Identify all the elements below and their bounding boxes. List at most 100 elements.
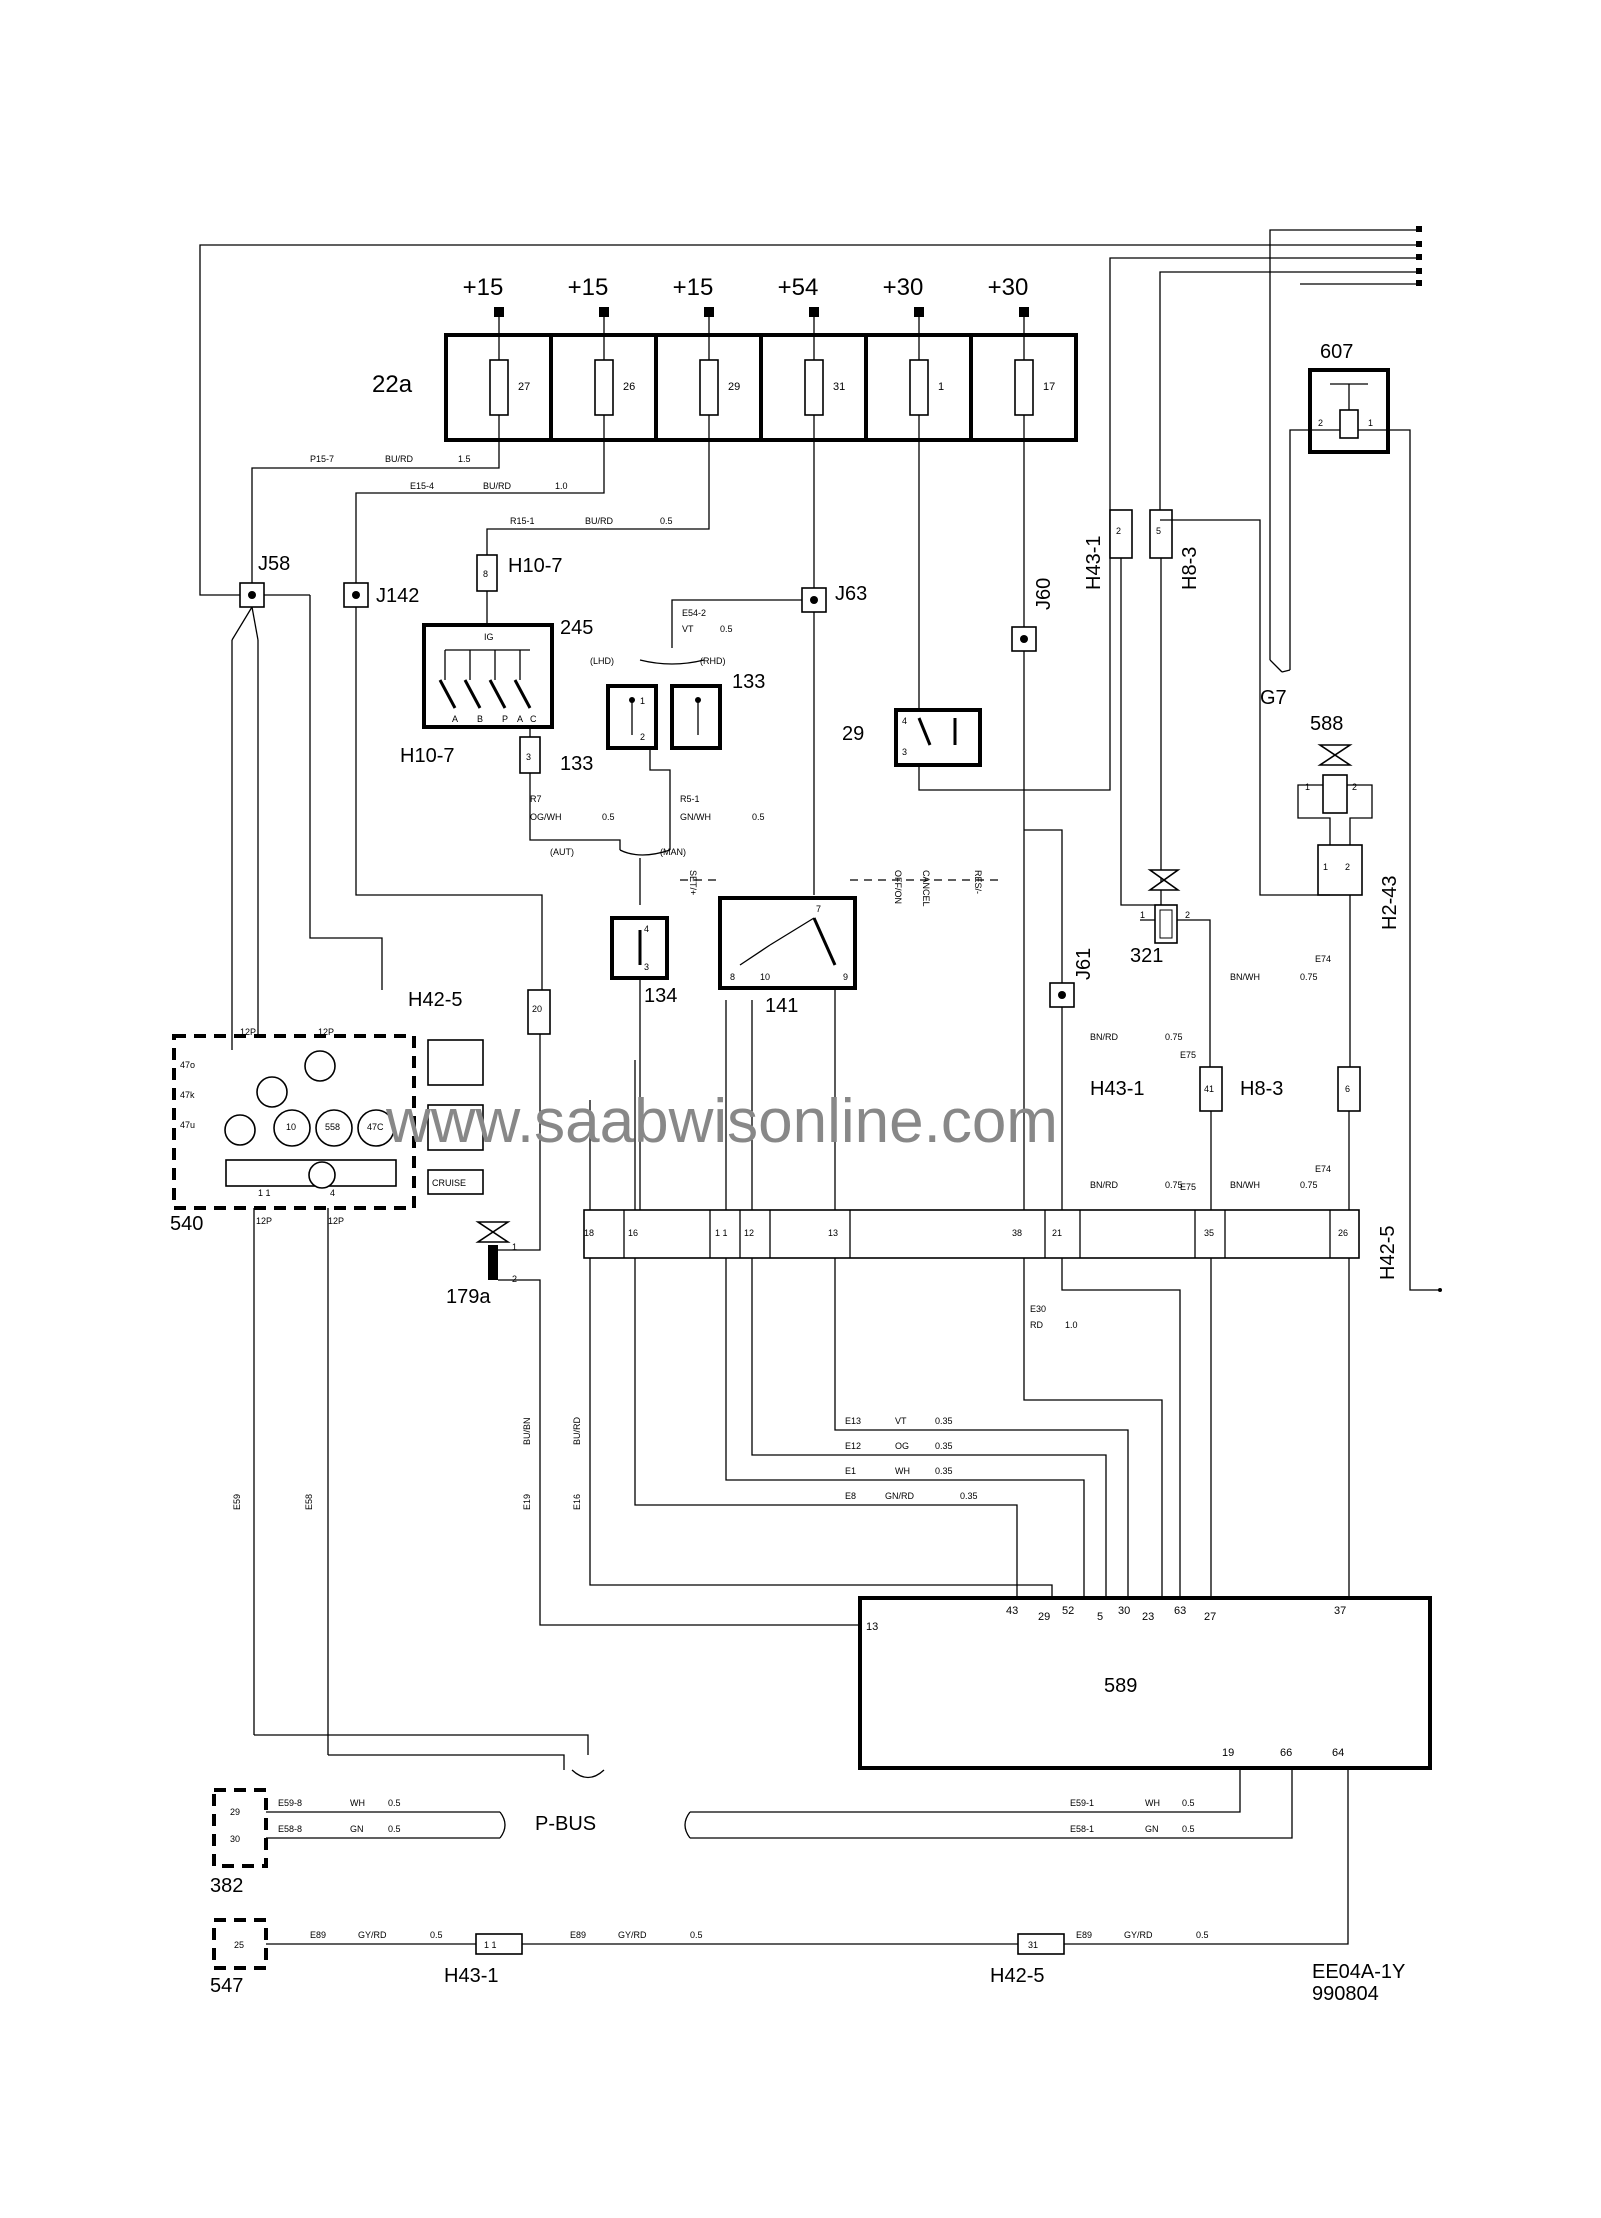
svg-text:12P: 12P: [318, 1027, 334, 1037]
supply-label: +54: [778, 274, 819, 301]
relay-588: 588 1 2: [1297, 713, 1373, 845]
svg-text:547: 547: [210, 1975, 243, 1997]
svg-text:GY/RD: GY/RD: [618, 1930, 647, 1940]
junction-j142: J142: [343, 582, 543, 990]
svg-text:E74: E74: [1315, 1164, 1331, 1174]
svg-text:588: 588: [1310, 713, 1343, 735]
svg-text:0.35: 0.35: [960, 1491, 978, 1501]
fuse: [594, 359, 614, 416]
svg-text:R7: R7: [530, 794, 542, 804]
fuse: [804, 359, 824, 416]
fuse: [699, 359, 719, 416]
svg-text:47C: 47C: [367, 1122, 384, 1132]
svg-text:E75: E75: [1180, 1050, 1196, 1060]
svg-text:47k: 47k: [180, 1090, 195, 1100]
svg-text:0.35: 0.35: [935, 1466, 953, 1476]
svg-text:7: 7: [816, 904, 821, 914]
svg-text:134: 134: [644, 985, 677, 1007]
svg-text:12: 12: [744, 1228, 754, 1238]
svg-text:26: 26: [1338, 1228, 1348, 1238]
svg-text:1: 1: [640, 696, 645, 706]
junction-j61: J61: [1024, 829, 1095, 1210]
svg-text:E59: E59: [232, 1494, 242, 1510]
svg-text:GN/RD: GN/RD: [885, 1491, 915, 1501]
svg-text:0.5: 0.5: [720, 624, 733, 634]
svg-text:0.75: 0.75: [1300, 1180, 1318, 1190]
svg-text:0.5: 0.5: [660, 516, 673, 526]
svg-text:52: 52: [1062, 1605, 1074, 1617]
svg-text:2: 2: [1345, 862, 1350, 872]
svg-text:J61: J61: [1073, 948, 1095, 980]
svg-text:1 1: 1 1: [258, 1188, 271, 1198]
svg-text:H42-5: H42-5: [990, 1965, 1044, 1987]
svg-text:1: 1: [512, 1242, 517, 1252]
svg-text:R15-1: R15-1: [510, 516, 535, 526]
svg-text:1: 1: [1140, 910, 1145, 920]
svg-text:1: 1: [1368, 418, 1373, 428]
connector-h2-43: 1 2 H2-43: [1160, 519, 1401, 1067]
svg-text:540: 540: [170, 1213, 203, 1235]
svg-text:E58: E58: [304, 1494, 314, 1510]
svg-text:38: 38: [1012, 1228, 1022, 1238]
svg-text:G7: G7: [1260, 687, 1287, 709]
svg-text:H10-7: H10-7: [508, 555, 562, 577]
fuse: [909, 359, 929, 416]
svg-text:12P: 12P: [256, 1216, 272, 1226]
document-code: EE04A-1Y: [1312, 1961, 1405, 1983]
svg-text:E54-2: E54-2: [682, 608, 706, 618]
junction-j58: J58: [231, 553, 383, 1040]
svg-text:0.5: 0.5: [388, 1798, 401, 1808]
svg-text:E89: E89: [570, 1930, 586, 1940]
svg-text:133: 133: [732, 671, 765, 693]
fuse: [489, 359, 509, 416]
svg-text:3: 3: [902, 747, 907, 757]
svg-text:BN/WH: BN/WH: [1230, 1180, 1260, 1190]
svg-text:133: 133: [560, 753, 593, 775]
svg-text:0.35: 0.35: [935, 1416, 953, 1426]
svg-text:H43-1: H43-1: [444, 1965, 498, 1987]
svg-text:2: 2: [512, 1274, 517, 1284]
wires-to-589: E13 VT 0.35 E12 OG 0.35 E1 WH 0.35 E8 GN…: [232, 978, 1350, 1598]
svg-text:CRUISE: CRUISE: [432, 1178, 466, 1188]
switch-133: E54-2 VT 0.5 (LHD) (RHD) 133 1 2 R5-1 GN…: [590, 599, 814, 905]
svg-text:E89: E89: [1076, 1930, 1092, 1940]
switch-179a: 1 2 179a: [446, 1205, 860, 1626]
svg-text:30: 30: [1118, 1605, 1130, 1617]
svg-text:4: 4: [330, 1188, 335, 1198]
svg-text:23: 23: [1142, 1611, 1154, 1623]
svg-text:E59-8: E59-8: [278, 1798, 302, 1808]
fuse-number: 31: [833, 381, 845, 393]
svg-text:IG: IG: [484, 632, 494, 642]
svg-text:E12: E12: [845, 1441, 861, 1451]
fuse-number: 17: [1043, 381, 1055, 393]
svg-text:3: 3: [526, 752, 531, 762]
svg-text:0.5: 0.5: [1182, 1798, 1195, 1808]
svg-text:J58: J58: [258, 553, 290, 575]
svg-text:BN/RD: BN/RD: [1090, 1032, 1119, 1042]
svg-text:H42-5: H42-5: [408, 989, 462, 1011]
svg-text:E74: E74: [1315, 954, 1331, 964]
svg-text:179a: 179a: [446, 1286, 491, 1308]
svg-text:47o: 47o: [180, 1060, 195, 1070]
svg-text:589: 589: [1104, 1675, 1137, 1697]
junction-j63: J63: [801, 583, 867, 895]
svg-text:43: 43: [1006, 1605, 1018, 1617]
supply-terminals: +15 +15 +15 +54 +30 +30: [463, 274, 1029, 317]
svg-text:(MAN): (MAN): [660, 847, 686, 857]
svg-text:R5-1: R5-1: [680, 794, 700, 804]
svg-text:GN: GN: [350, 1824, 364, 1834]
svg-text:GY/RD: GY/RD: [358, 1930, 387, 1940]
svg-text:27: 27: [1204, 1611, 1216, 1623]
watermark: www.saabwisonline.com: [385, 1087, 1058, 1156]
svg-text:10: 10: [760, 972, 770, 982]
svg-text:0.5: 0.5: [752, 812, 765, 822]
svg-text:0.5: 0.5: [602, 812, 615, 822]
svg-text:0.75: 0.75: [1165, 1180, 1183, 1190]
svg-text:2: 2: [1352, 782, 1357, 792]
svg-text:B: B: [477, 714, 483, 724]
svg-text:321: 321: [1130, 945, 1163, 967]
svg-text:1.0: 1.0: [1065, 1320, 1078, 1330]
svg-text:SET/+: SET/+: [688, 870, 698, 895]
relay-607: 607 2 1: [1289, 341, 1442, 1292]
svg-text:29: 29: [1038, 1611, 1050, 1623]
